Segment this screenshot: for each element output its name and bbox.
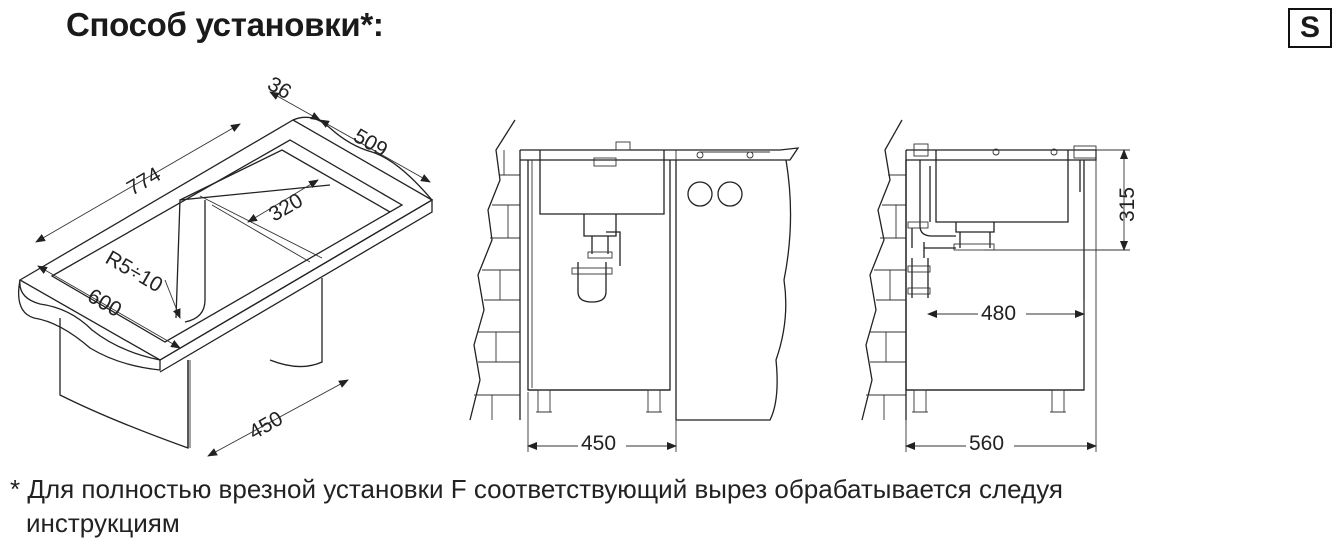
installation-drawings: 774 36 509 320 R5÷10 600 450	[17, 72, 1139, 457]
side-view: 315 480 560	[861, 119, 1139, 455]
footnote-line-2: инструкциям	[26, 508, 180, 538]
footnote-line-1: * Для полностью врезной установки F соот…	[10, 474, 1063, 504]
dim-480: 480	[981, 302, 1016, 325]
dim-560: 560	[969, 432, 1004, 455]
dim-450-iso: 450	[245, 407, 287, 444]
dim-450-front: 450	[581, 432, 616, 455]
dim-36: 36	[264, 72, 296, 104]
installation-type-badge: S	[1288, 8, 1332, 48]
front-view: 450	[469, 119, 800, 455]
page-title: Способ установки*:	[66, 6, 384, 43]
footnote: * Для полностью врезной установки F соот…	[10, 472, 1330, 540]
dim-315: 315	[1116, 187, 1139, 222]
dim-774: 774	[123, 163, 165, 201]
isometric-view: 774 36 509 320 R5÷10 600 450	[17, 72, 434, 457]
